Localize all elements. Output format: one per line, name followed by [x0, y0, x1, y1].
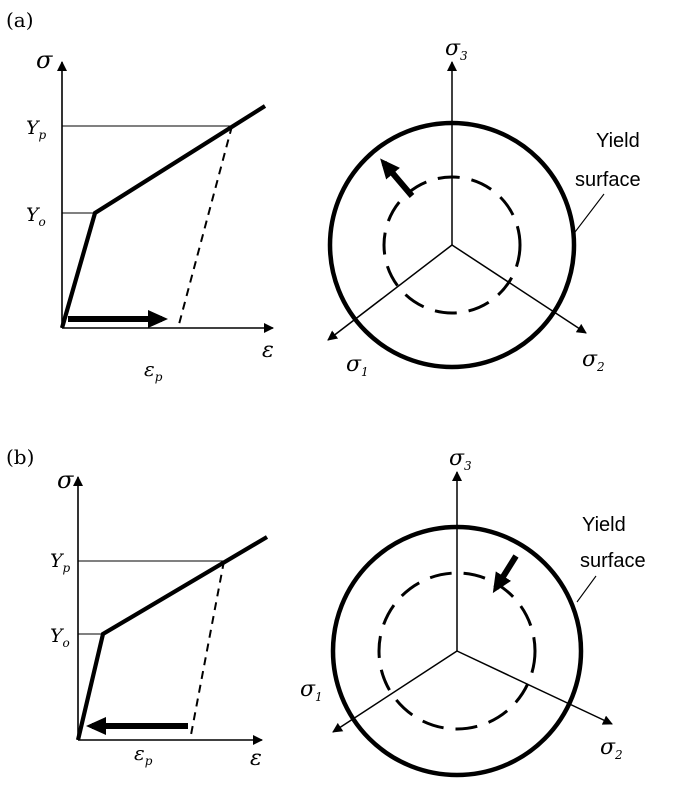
panel-b-sigma1-label: σ1	[300, 677, 323, 704]
panel-a-stress-strain-curve	[59, 104, 267, 329]
panel-b-sigma3-label: σ3	[449, 446, 472, 473]
panel-a-expansion-arrow	[380, 158, 415, 198]
panel-a-strain-axis-label: ε	[262, 338, 274, 363]
panel-a-sigma1-label: σ1	[346, 352, 369, 379]
panel-b-stress-axis-label: σ	[57, 466, 74, 494]
panel-a-unloading-line	[177, 125, 233, 329]
panel-a-lower-yield-label: Yo	[26, 204, 46, 229]
panel-b-sigma2-axis	[456, 650, 613, 725]
panel-b-yield-title-line2: surface	[580, 550, 646, 572]
panel-a-upper-yield-label: Yp	[26, 117, 47, 142]
panel-b-yield-pointer	[576, 575, 597, 603]
panel-a-plastic-strain-label: εp	[144, 357, 163, 384]
panel-b-initial-yield-circle	[377, 571, 537, 731]
panel-a-yield-title-line2: surface	[575, 169, 641, 191]
panel-a: (a) σ ε Yp Yo εp σ3 σ1 σ2	[6, 8, 641, 384]
panel-a-sigma3-label: σ3	[445, 36, 468, 63]
panel-b-strain-axis-label: ε	[250, 746, 262, 771]
panel-b-sigma1-axis	[332, 650, 458, 733]
panel-b-yield-surface-diagram: σ3 σ1 σ2 Yield surface	[300, 446, 646, 778]
panel-a-yield-surface-diagram: σ3 σ1 σ2 Yield surface	[327, 36, 641, 379]
panel-a-stress-axis-label: σ	[36, 46, 53, 74]
panel-b-stress-strain-diagram: σ ε Yp Yo εp	[50, 466, 269, 771]
panel-b-contraction-arrow	[492, 554, 519, 594]
panel-a-sigma2-label: σ2	[582, 347, 605, 374]
panel-b-label: (b)	[6, 445, 34, 469]
panel-b-upper-yield-label: Yp	[50, 550, 71, 575]
panel-b-plastic-strain-label: εp	[134, 741, 153, 768]
panel-b-sigma2-label: σ2	[600, 735, 623, 762]
panel-b-lower-yield-label: Yo	[50, 625, 70, 650]
panel-a-yield-title-line1: Yield	[596, 130, 640, 152]
panel-b: (b) σ ε Yp Yo εp σ3 σ1 σ2	[6, 445, 646, 778]
panel-a-yield-pointer	[571, 193, 605, 237]
panel-b-yield-title-line1: Yield	[582, 514, 626, 536]
panel-b-unloading-line	[189, 560, 225, 741]
panel-a-sigma2-axis	[451, 244, 587, 334]
panel-b-stress-strain-curve	[75, 535, 269, 741]
panel-a-label: (a)	[6, 8, 34, 32]
panel-a-sigma1-axis	[327, 244, 453, 341]
panel-a-stress-strain-diagram: σ ε Yp Yo εp	[26, 46, 274, 384]
